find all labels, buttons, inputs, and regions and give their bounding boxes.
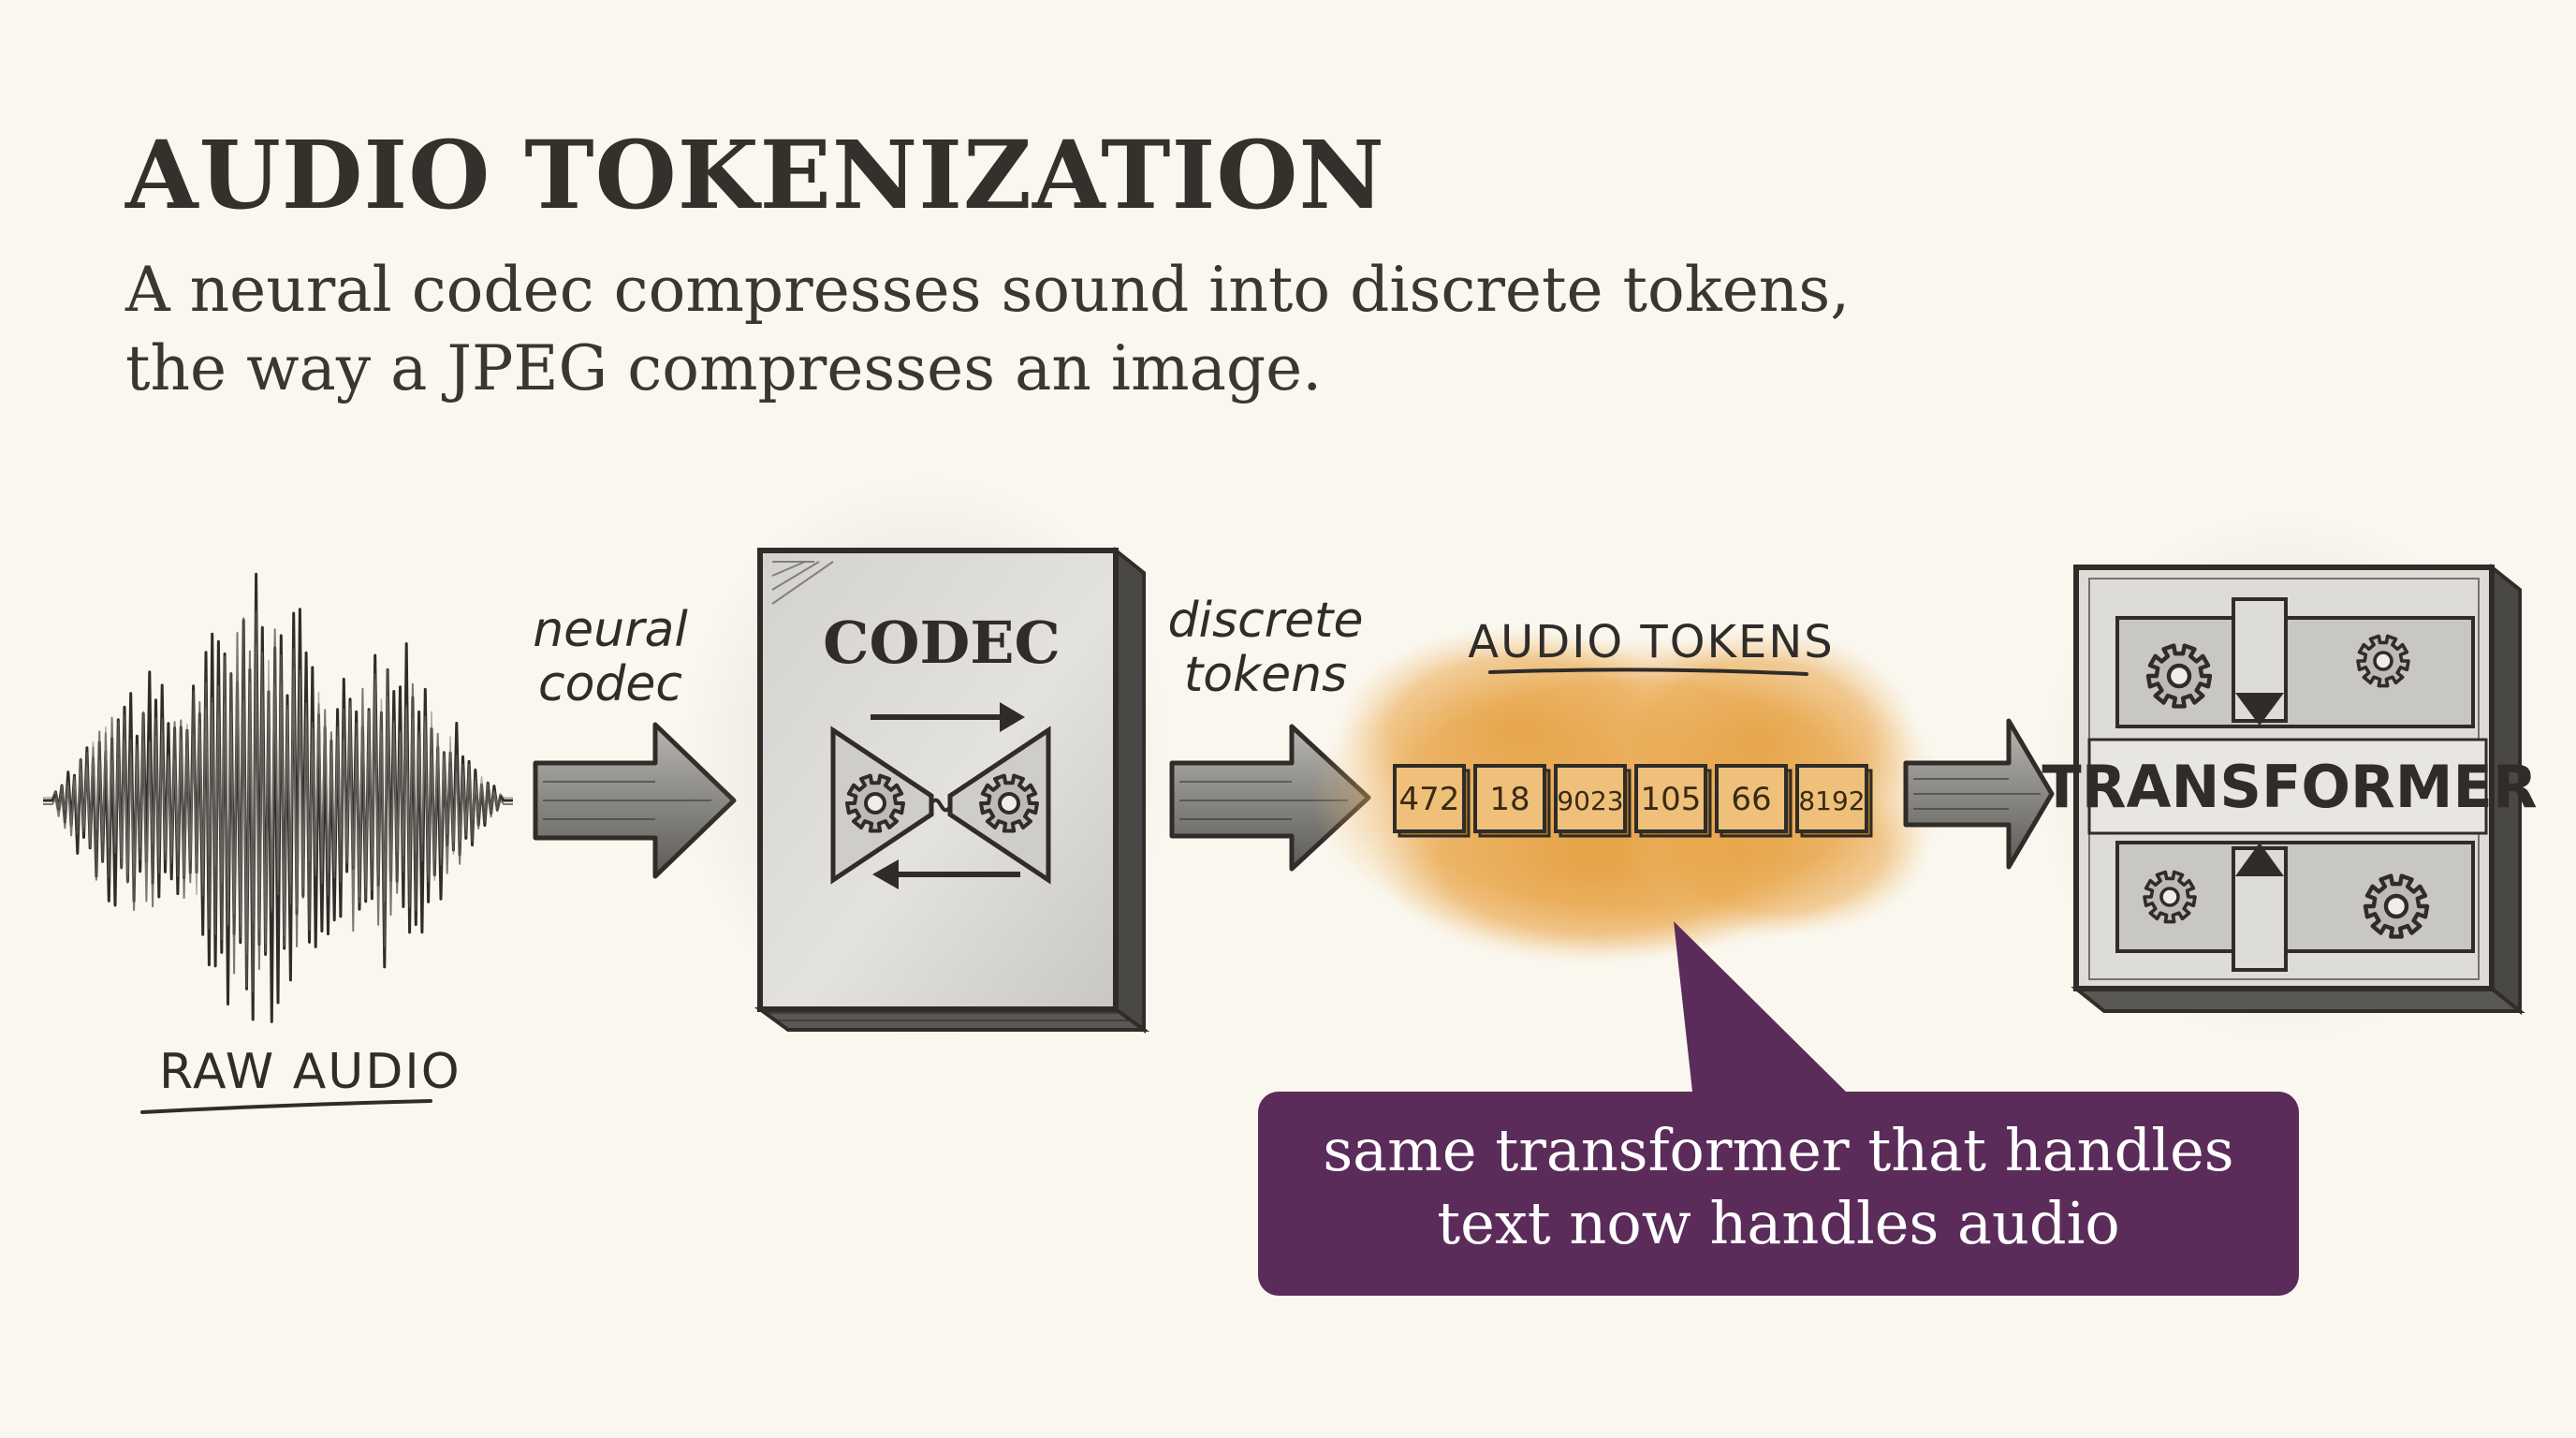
audio-token: 8192 — [1795, 764, 1873, 838]
gear-icon — [2143, 870, 2197, 924]
token-row: 472 18 9023 105 66 8192 — [1393, 764, 1873, 838]
codec-label: CODEC — [823, 609, 1061, 677]
gear-icon — [2363, 873, 2430, 939]
raw-audio-label: RAW AUDIO — [159, 1044, 461, 1100]
audio-token-value: 8192 — [1798, 785, 1865, 816]
audio-token: 472 — [1393, 764, 1471, 838]
codec-box — [683, 477, 1170, 1039]
callout-line-1: same transformer that handles — [1323, 1116, 2234, 1184]
arrow1-label-line2: codec — [538, 656, 682, 712]
audio-token: 105 — [1634, 764, 1712, 838]
gear-icon — [845, 773, 905, 833]
audio-tokens-underline — [1488, 668, 1808, 676]
arrow2-label-line2: tokens — [1184, 647, 1347, 703]
arrow-left-icon — [872, 859, 1020, 889]
audio-token: 18 — [1473, 764, 1551, 838]
page-subtitle: A neural codec compresses sound into dis… — [125, 251, 1998, 408]
subtitle-line-2: the way a JPEG compresses an image. — [125, 332, 1323, 404]
subtitle-line-1: A neural codec compresses sound into dis… — [125, 254, 1851, 326]
gear-icon — [2145, 643, 2213, 709]
callout-bubble — [1258, 921, 2299, 1296]
audio-token-value: 66 — [1731, 781, 1771, 818]
audio-token-value: 105 — [1641, 781, 1702, 818]
arrow-right-icon — [871, 702, 1025, 732]
gear-icon — [979, 773, 1039, 833]
page-title: AUDIO TOKENIZATION — [125, 120, 1385, 230]
arrow1-label-line1: neural — [533, 602, 688, 658]
audio-token-value: 9023 — [1557, 785, 1623, 816]
callout-line-2: text now handles audio — [1437, 1189, 2120, 1257]
audio-tokens-label: AUDIO TOKENS — [1468, 616, 1834, 668]
gear-icon — [2356, 634, 2410, 688]
arrow-right-icon — [1903, 718, 2055, 870]
waveform-icon — [43, 572, 513, 1023]
audio-token: 66 — [1715, 764, 1793, 838]
audio-token-value: 18 — [1489, 781, 1530, 818]
transformer-label: TRANSFORMER — [2042, 753, 2537, 821]
callout-text: same transformer that handles text now h… — [1258, 1114, 2299, 1260]
audio-token: 9023 — [1554, 764, 1632, 838]
raw-audio-underline — [140, 1099, 432, 1114]
arrow2-label-line1: discrete — [1168, 593, 1364, 649]
audio-token-value: 472 — [1399, 781, 1460, 818]
